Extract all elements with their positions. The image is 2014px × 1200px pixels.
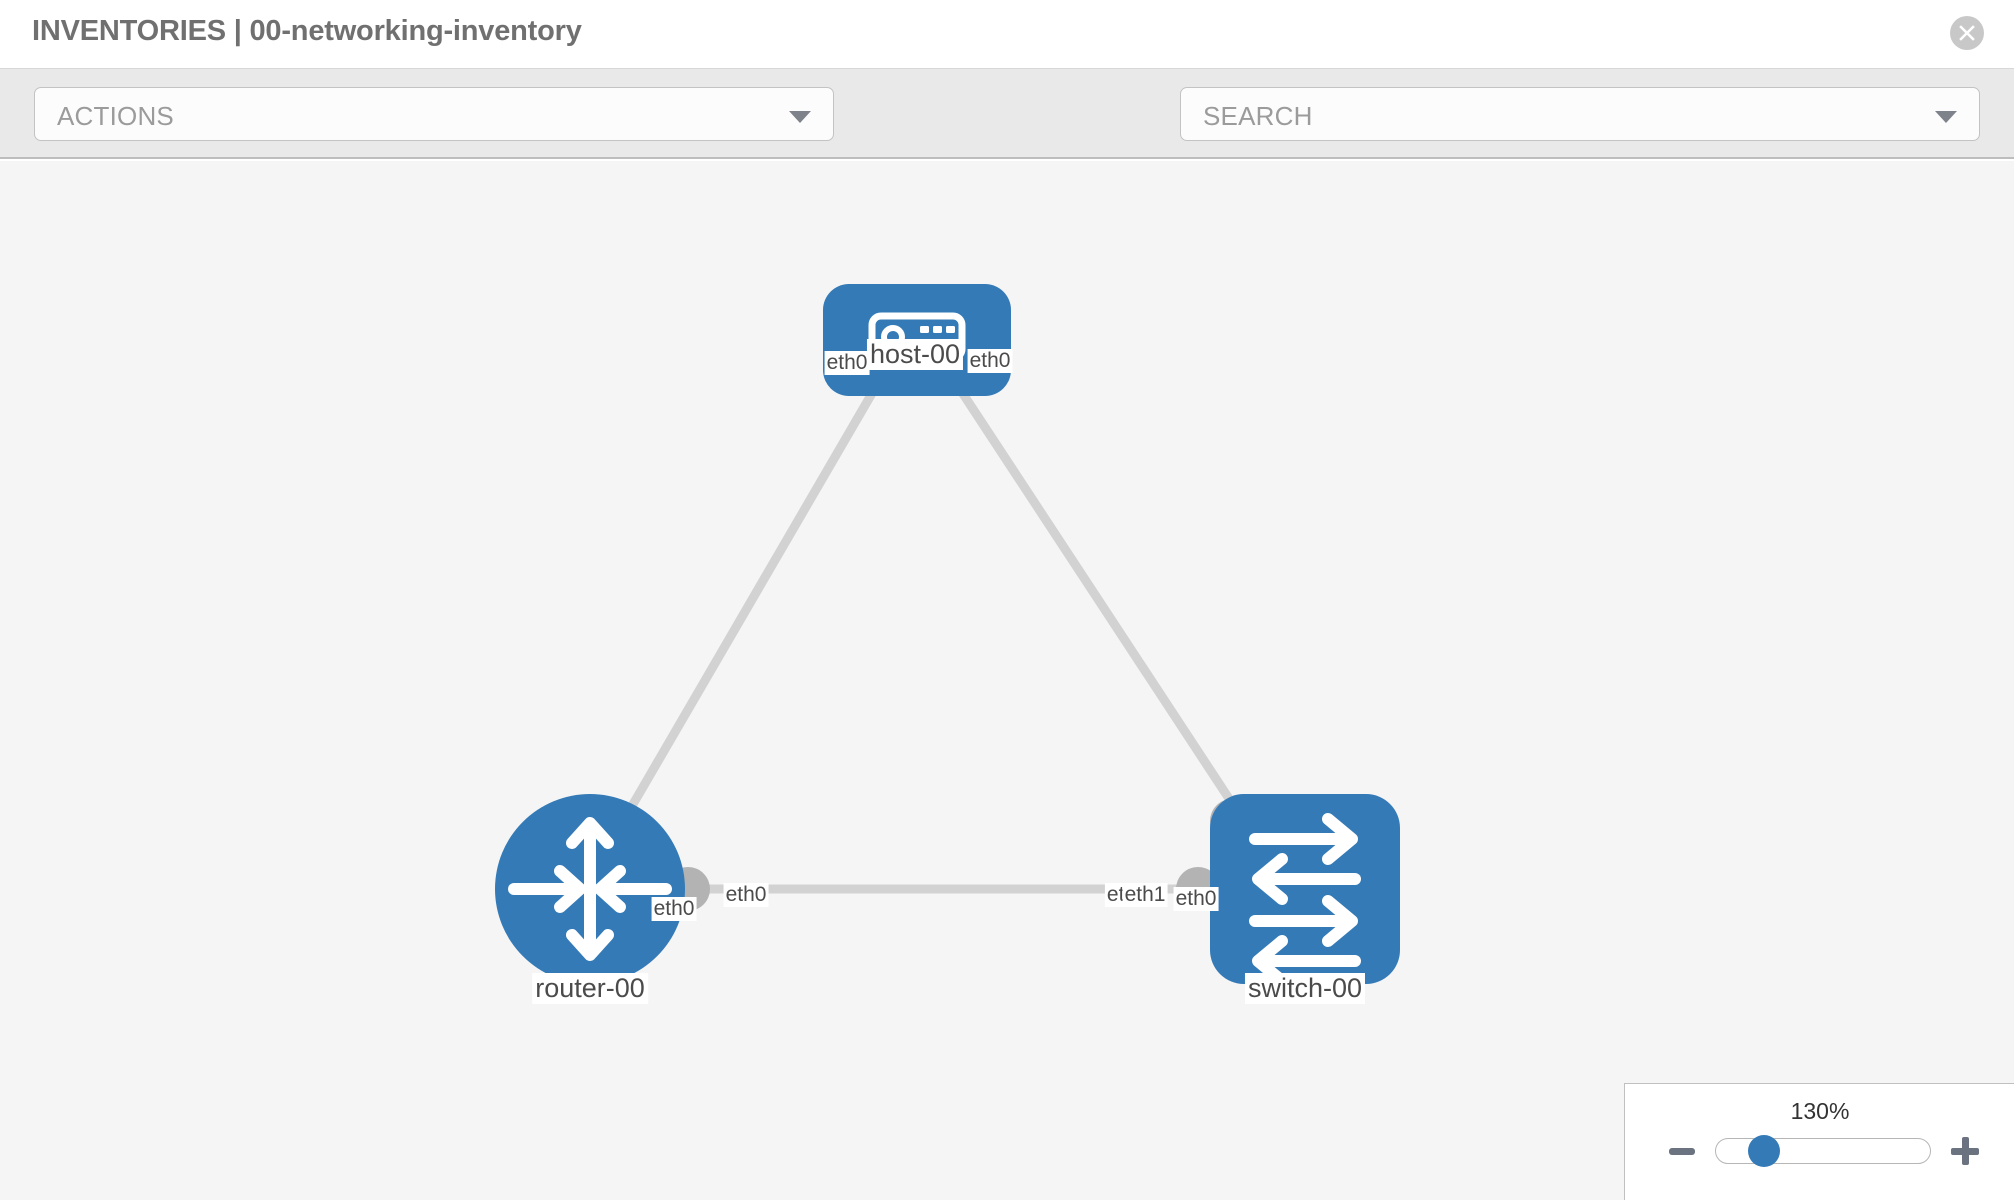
interface-label-router-up: eth0 — [651, 897, 697, 921]
search-input-placeholder: SEARCH — [1203, 101, 1313, 131]
actions-dropdown[interactable]: ACTIONS — [34, 87, 834, 141]
node-label-router-00: router-00 — [532, 973, 648, 1004]
topology-links — [596, 368, 1274, 894]
interface-label-switch-left: eth1 — [1122, 883, 1168, 907]
link-host-switch[interactable] — [944, 368, 1274, 864]
page-title: INVENTORIES | 00-networking-inventory — [32, 15, 582, 47]
interface-label-switch-up: eth0 — [1173, 887, 1219, 911]
chevron-down-icon — [789, 111, 811, 123]
search-dropdown[interactable]: SEARCH — [1180, 87, 1980, 141]
chevron-down-icon — [1935, 111, 1957, 123]
topology-canvas[interactable]: host-00 router-00 switch-00 eth0 eth0 et… — [0, 161, 2014, 1200]
node-label-switch-00: switch-00 — [1244, 973, 1366, 1004]
zoom-control-panel: 130% — [1624, 1083, 2014, 1200]
close-icon[interactable] — [1950, 16, 1984, 50]
zoom-level-value: 130% — [1790, 1098, 1850, 1124]
topology-node-router-00[interactable] — [495, 794, 685, 984]
link-host-router[interactable] — [596, 368, 889, 864]
interface-nubs — [666, 351, 1254, 911]
topology-node-switch-00[interactable] — [1210, 794, 1400, 987]
node-label-host-00: host-00 — [866, 339, 964, 370]
zoom-slider-thumb[interactable] — [1748, 1135, 1780, 1167]
actions-dropdown-label: ACTIONS — [57, 101, 174, 131]
interface-label-host-left: eth0 — [824, 351, 870, 375]
interface-label-host-right: eth0 — [967, 349, 1013, 373]
topology-graph — [495, 284, 1400, 987]
plus-icon[interactable] — [1951, 1137, 1979, 1165]
toolbar: ACTIONS SEARCH — [0, 69, 2014, 201]
minus-icon[interactable] — [1669, 1148, 1695, 1155]
interface-label-router-right: eth0 — [723, 883, 769, 907]
page-header: INVENTORIES | 00-networking-inventory — [0, 0, 2014, 69]
